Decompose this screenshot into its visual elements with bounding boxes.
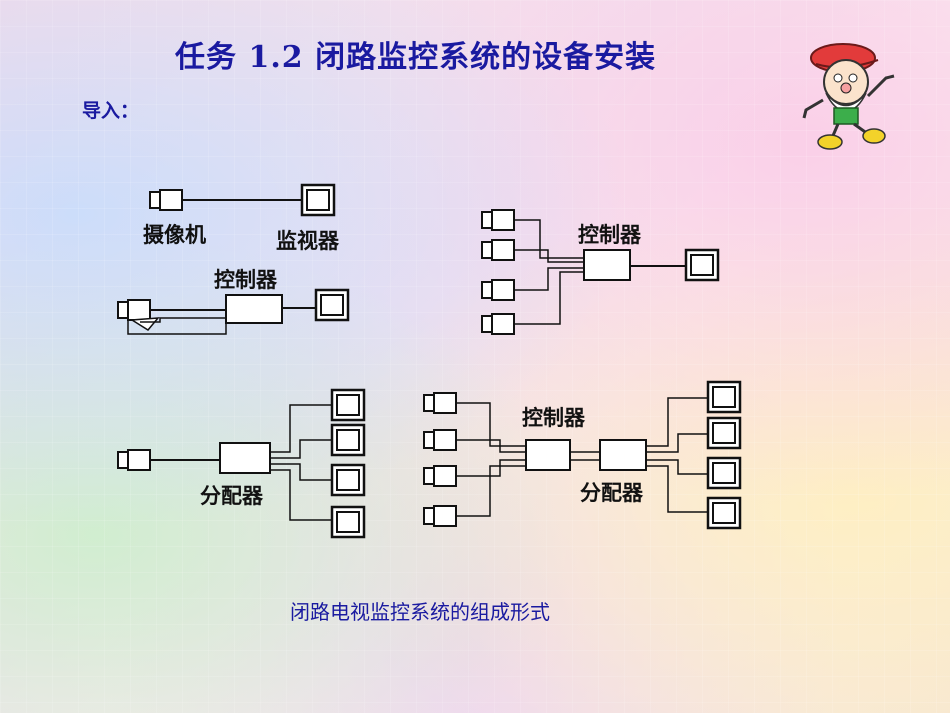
monitor-icon bbox=[706, 416, 742, 450]
monitor-icon bbox=[300, 183, 336, 217]
monitor-icon bbox=[684, 248, 720, 282]
camera-icon bbox=[423, 429, 457, 451]
diagram-camera-distributor: 分配器 bbox=[117, 388, 366, 539]
diagram-camera-monitor: 摄像机 监视器 bbox=[143, 183, 340, 253]
monitor-icon bbox=[314, 288, 350, 322]
diagram-multi-camera-controller: 控制器 bbox=[481, 209, 720, 335]
camera-icon bbox=[149, 189, 183, 211]
diagram-caption: 闭路电视监控系统的组成形式 bbox=[290, 600, 550, 624]
label-controller: 控制器 bbox=[214, 268, 278, 292]
camera-icon bbox=[423, 505, 457, 527]
camera-icon bbox=[481, 279, 515, 301]
diagram-camera-controller-monitor: 控制器 bbox=[117, 268, 350, 335]
label-controller: 控制器 bbox=[522, 406, 586, 430]
label-distributor: 分配器 bbox=[580, 481, 644, 505]
monitor-icon bbox=[706, 496, 742, 530]
monitor-icon bbox=[330, 423, 366, 457]
mascot-illustration bbox=[802, 43, 895, 150]
page-title: 任务 1.2 闭路监控系统的设备安装 bbox=[175, 40, 657, 75]
camera-icon bbox=[423, 465, 457, 487]
camera-icon bbox=[481, 239, 515, 261]
label-camera: 摄像机 bbox=[143, 223, 206, 247]
monitor-icon bbox=[330, 505, 366, 539]
camera-icon bbox=[117, 299, 151, 321]
camera-icon bbox=[117, 449, 151, 471]
camera-icon bbox=[481, 313, 515, 335]
intro-label: 导入： bbox=[82, 100, 140, 122]
label-controller: 控制器 bbox=[578, 223, 642, 247]
monitor-icon bbox=[706, 380, 742, 414]
camera-icon bbox=[481, 209, 515, 231]
monitor-icon bbox=[330, 388, 366, 422]
diagram-full-system: 控制器 分配器 bbox=[423, 380, 742, 530]
label-distributor: 分配器 bbox=[200, 484, 264, 508]
label-monitor: 监视器 bbox=[276, 229, 340, 253]
monitor-icon bbox=[706, 456, 742, 490]
camera-icon bbox=[423, 392, 457, 414]
monitor-icon bbox=[330, 463, 366, 497]
